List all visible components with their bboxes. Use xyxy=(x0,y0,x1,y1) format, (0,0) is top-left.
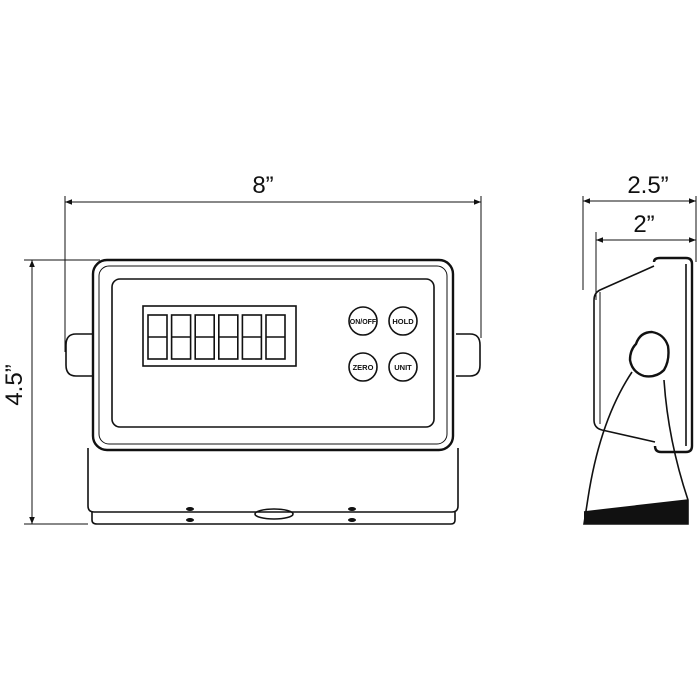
mount-hole-center xyxy=(254,508,294,520)
on-off-label: ON/OFF xyxy=(350,319,377,326)
side-base-plate xyxy=(584,500,688,524)
depth-total-label: 2.5” xyxy=(627,172,668,199)
lcd-digit xyxy=(265,314,286,360)
front-panel xyxy=(111,278,435,428)
side-housing-front xyxy=(652,256,694,454)
zero-button[interactable] xyxy=(348,352,378,382)
height-label: 4.5” xyxy=(1,364,28,405)
on-off-button[interactable] xyxy=(348,306,378,336)
screw-right-bottom xyxy=(348,518,356,522)
lcd-digit xyxy=(241,314,263,360)
bracket-body xyxy=(87,448,459,513)
lcd-digit xyxy=(170,314,192,360)
depth-dimension-inner: 2” xyxy=(595,211,696,300)
screw-left-top xyxy=(186,507,194,511)
width-label: 8” xyxy=(252,172,273,199)
lcd-digit xyxy=(194,314,215,360)
side-housing-back xyxy=(593,265,656,443)
side-view xyxy=(583,256,694,525)
front-view: ON/OFF HOLD ZERO UNIT xyxy=(65,258,481,525)
lcd-digit xyxy=(147,314,168,360)
lcd-display xyxy=(142,305,297,367)
width-dimension: 8” xyxy=(64,172,482,352)
right-knob xyxy=(456,333,481,377)
unit-label: UNIT xyxy=(394,363,412,372)
hold-label: HOLD xyxy=(392,317,414,326)
lcd-digits xyxy=(147,314,286,360)
side-knob xyxy=(628,330,670,378)
height-dimension: 4.5” xyxy=(1,259,100,525)
unit-button[interactable] xyxy=(388,352,418,382)
zero-label: ZERO xyxy=(353,363,374,372)
lcd-digit xyxy=(218,314,239,360)
screw-left-bottom xyxy=(186,518,194,522)
base-plate xyxy=(91,512,456,525)
depth-dimension-outer: 2.5” xyxy=(582,172,697,290)
indicator-housing xyxy=(91,258,455,452)
hold-button[interactable] xyxy=(388,306,418,336)
left-knob xyxy=(65,333,92,377)
screw-right-top xyxy=(348,507,356,511)
depth-inner-label: 2” xyxy=(633,211,654,238)
housing-bezel xyxy=(98,265,448,445)
